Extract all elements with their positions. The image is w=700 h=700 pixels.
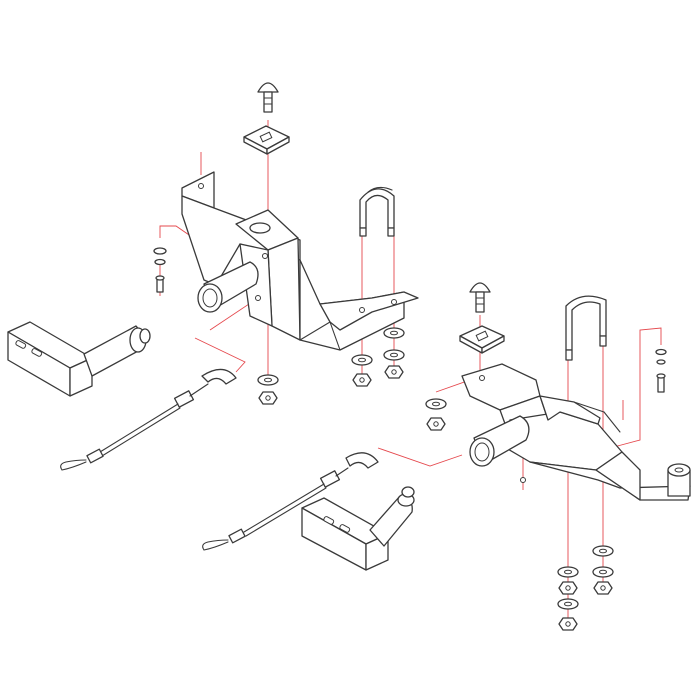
square-washer-icon (243, 125, 290, 155)
safety-cable-icon (202, 452, 379, 551)
hex-nut-icon (258, 365, 404, 405)
left-assembly (7, 82, 419, 471)
u-bolt-icon (359, 186, 395, 237)
hex-nut-icon (426, 417, 613, 631)
flat-washer-icon (257, 327, 405, 386)
bracket-frame-icon (461, 363, 691, 501)
square-washer-icon (459, 325, 505, 354)
carriage-bolt-icon (257, 82, 279, 113)
right-assembly (202, 282, 691, 631)
safety-cable-icon (60, 368, 237, 471)
pin-bolt-icon (655, 348, 667, 393)
receiver-pin-bracket-icon (301, 486, 415, 571)
bracket-frame-icon (181, 171, 419, 351)
receiver-pin-bracket-icon (7, 321, 151, 397)
pin-bolt-icon (153, 247, 167, 293)
alignment-leader-lines (159, 120, 662, 620)
u-bolt-icon (565, 295, 607, 361)
carriage-bolt-icon (469, 282, 491, 313)
flat-washer-icon (425, 398, 614, 610)
